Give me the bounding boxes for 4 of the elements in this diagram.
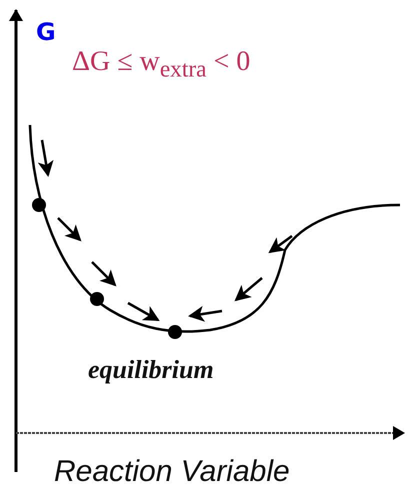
axis-label: G <box>36 18 56 46</box>
equation: ΔG ≤ w$_{extra}$ < 0 <box>72 46 250 84</box>
curve-label: equilibrium <box>88 355 214 385</box>
axis-label: Reaction Variable <box>54 455 290 489</box>
